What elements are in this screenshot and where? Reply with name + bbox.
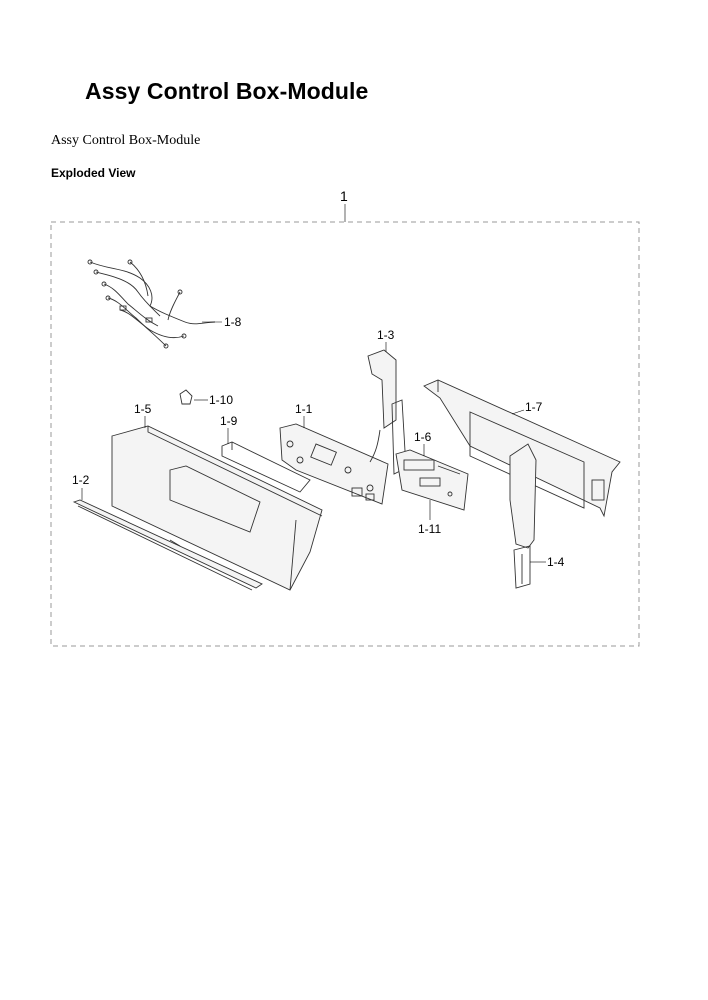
callout-1-5: 1-5 <box>134 402 152 416</box>
part-wire-harness <box>87 259 216 349</box>
callout-1-8: 1-8 <box>224 315 242 329</box>
callout-1-6: 1-6 <box>414 430 432 444</box>
part-bracket-right <box>509 443 537 589</box>
part-display-window <box>221 441 311 493</box>
assembly-boundary <box>50 221 640 647</box>
section-heading: Exploded View <box>51 166 136 180</box>
callout-1-9: 1-9 <box>220 414 238 428</box>
part-clip <box>179 389 193 405</box>
page-subtitle: Assy Control Box-Module <box>51 133 201 148</box>
part-trim-bar <box>72 499 263 591</box>
callout-1-1: 1-1 <box>295 402 313 416</box>
part-display-pcb <box>395 449 469 511</box>
callout-1-11: 1-11 <box>418 522 441 536</box>
page-title: Assy Control Box-Module <box>85 78 369 104</box>
callout-1-7: 1-7 <box>525 400 543 414</box>
callout-1-2: 1-2 <box>72 473 90 487</box>
callout-assembly: 1 <box>340 188 348 204</box>
part-main-pcb <box>279 423 389 505</box>
callout-1-3: 1-3 <box>377 328 395 342</box>
part-bracket-left <box>367 349 407 475</box>
callout-1-4: 1-4 <box>547 555 565 569</box>
part-control-panel <box>111 425 323 591</box>
callout-1-10: 1-10 <box>209 393 233 407</box>
